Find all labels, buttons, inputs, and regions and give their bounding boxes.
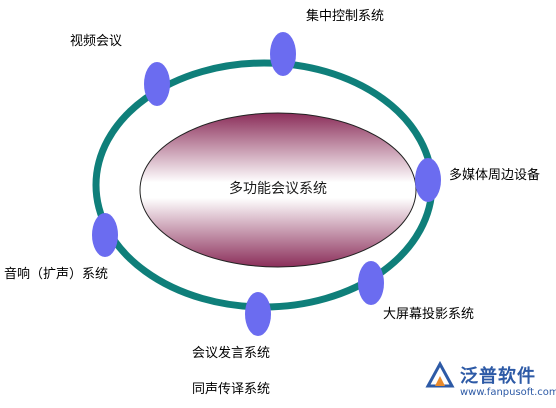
logo: 泛普软件 www.fanpusoft.com: [424, 360, 556, 406]
label-video-conference: 视频会议: [70, 34, 123, 49]
logo-url: www.fanpusoft.com: [460, 387, 556, 398]
node-big-screen: [358, 261, 384, 305]
label-multimedia: 多媒体周边设备: [449, 168, 541, 183]
logo-mark-icon: [425, 360, 455, 388]
label-central-control: 集中控制系统: [306, 9, 385, 24]
label-audio-system: 音响（扩声）系统: [4, 267, 109, 282]
label-big-screen: 大屏幕投影系统: [383, 307, 475, 322]
node-central-control: [270, 32, 296, 76]
center-ellipse: [139, 112, 417, 268]
node-speech: [245, 292, 271, 336]
label-speech-system: 会议发言系统: [192, 346, 271, 361]
node-multimedia: [415, 158, 441, 202]
label-simultaneous-interpretation: 同声传译系统: [192, 382, 271, 397]
logo-brand: 泛普软件: [460, 366, 536, 387]
node-audio: [92, 213, 118, 257]
node-video: [144, 62, 170, 106]
center-label: 多功能会议系统: [229, 181, 327, 197]
